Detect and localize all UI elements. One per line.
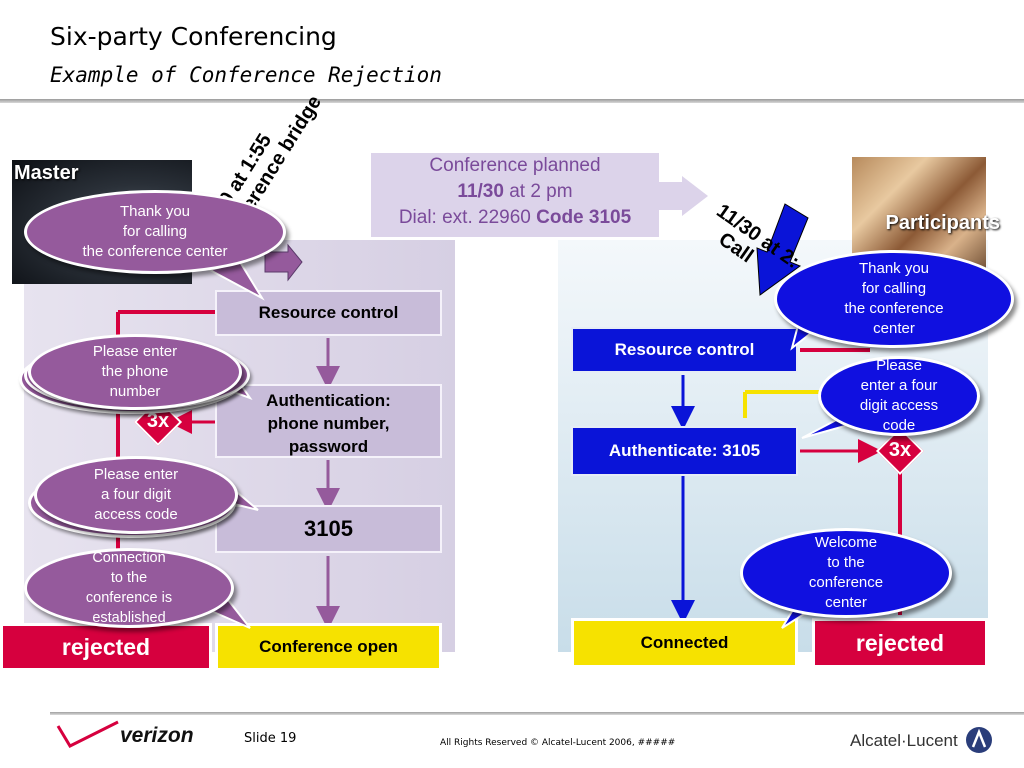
participants-connected-bubble: Welcome to the conference center [740, 528, 952, 618]
participants-authenticate-box: Authenticate: 3105 [571, 426, 798, 476]
conference-plan-box: Conference planned 11/30 at 2 pm Dial: e… [371, 153, 659, 237]
slide-title: Six-party Conferencing [50, 22, 337, 51]
master-connection-bubble: Connection to the conference is establis… [24, 548, 234, 628]
master-phone-bubble: Please enter the phone number [28, 334, 242, 410]
verizon-logo: verizon [120, 724, 194, 747]
alcatel-lucent-icon [966, 727, 992, 753]
plan-heading: Conference planned [429, 155, 601, 176]
participants-welcome-bubble: Thank you for calling the conference cen… [774, 250, 1014, 348]
plan-dial-line: Dial: ext. 22960 Code 3105 [371, 205, 659, 231]
master-retry-label: 3x [146, 410, 170, 432]
footer-divider [50, 712, 1024, 715]
copyright: All Rights Reserved © Alcatel-Lucent 200… [440, 738, 676, 748]
plan-to-participants-arrow [659, 176, 708, 216]
participants-code-bubble: Please enter a four digit access code [818, 356, 980, 436]
master-code-box: 3105 [215, 505, 442, 553]
participants-label: Participants [885, 212, 1000, 234]
master-authentication-box: Authentication: phone number, password [215, 384, 442, 458]
header-divider [0, 99, 1024, 103]
master-rejected-box: rejected [0, 623, 212, 671]
master-code-bubble: Please enter a four digit access code [34, 456, 238, 534]
slide-subtitle: Example of Conference Rejection [50, 63, 442, 87]
participants-entry-arrow [756, 203, 809, 296]
slide-number: Slide 19 [244, 731, 297, 746]
alcatel-lucent-logo: Alcatel·Lucent [850, 731, 958, 750]
verizon-check-logo [56, 720, 119, 748]
participants-connected-box: Connected [571, 618, 798, 668]
master-label: Master [14, 162, 79, 184]
master-welcome-bubble: Thank you for calling the conference cen… [24, 190, 286, 274]
participants-rejected-box: rejected [812, 618, 988, 668]
master-resource-control-box: Resource control [215, 290, 442, 336]
plan-date-line: 11/30 at 2 pm [371, 179, 659, 205]
plan-dial: Dial: ext. 22960 [398, 207, 537, 228]
plan-time: at 2 pm [503, 181, 573, 202]
participants-resource-control-box: Resource control [571, 327, 798, 373]
plan-code: Code 3105 [536, 207, 632, 228]
plan-date: 11/30 [457, 181, 504, 202]
participants-retry-label: 3x [888, 439, 912, 461]
master-entry-arrow [264, 243, 303, 282]
master-conference-open-box: Conference open [215, 623, 442, 671]
